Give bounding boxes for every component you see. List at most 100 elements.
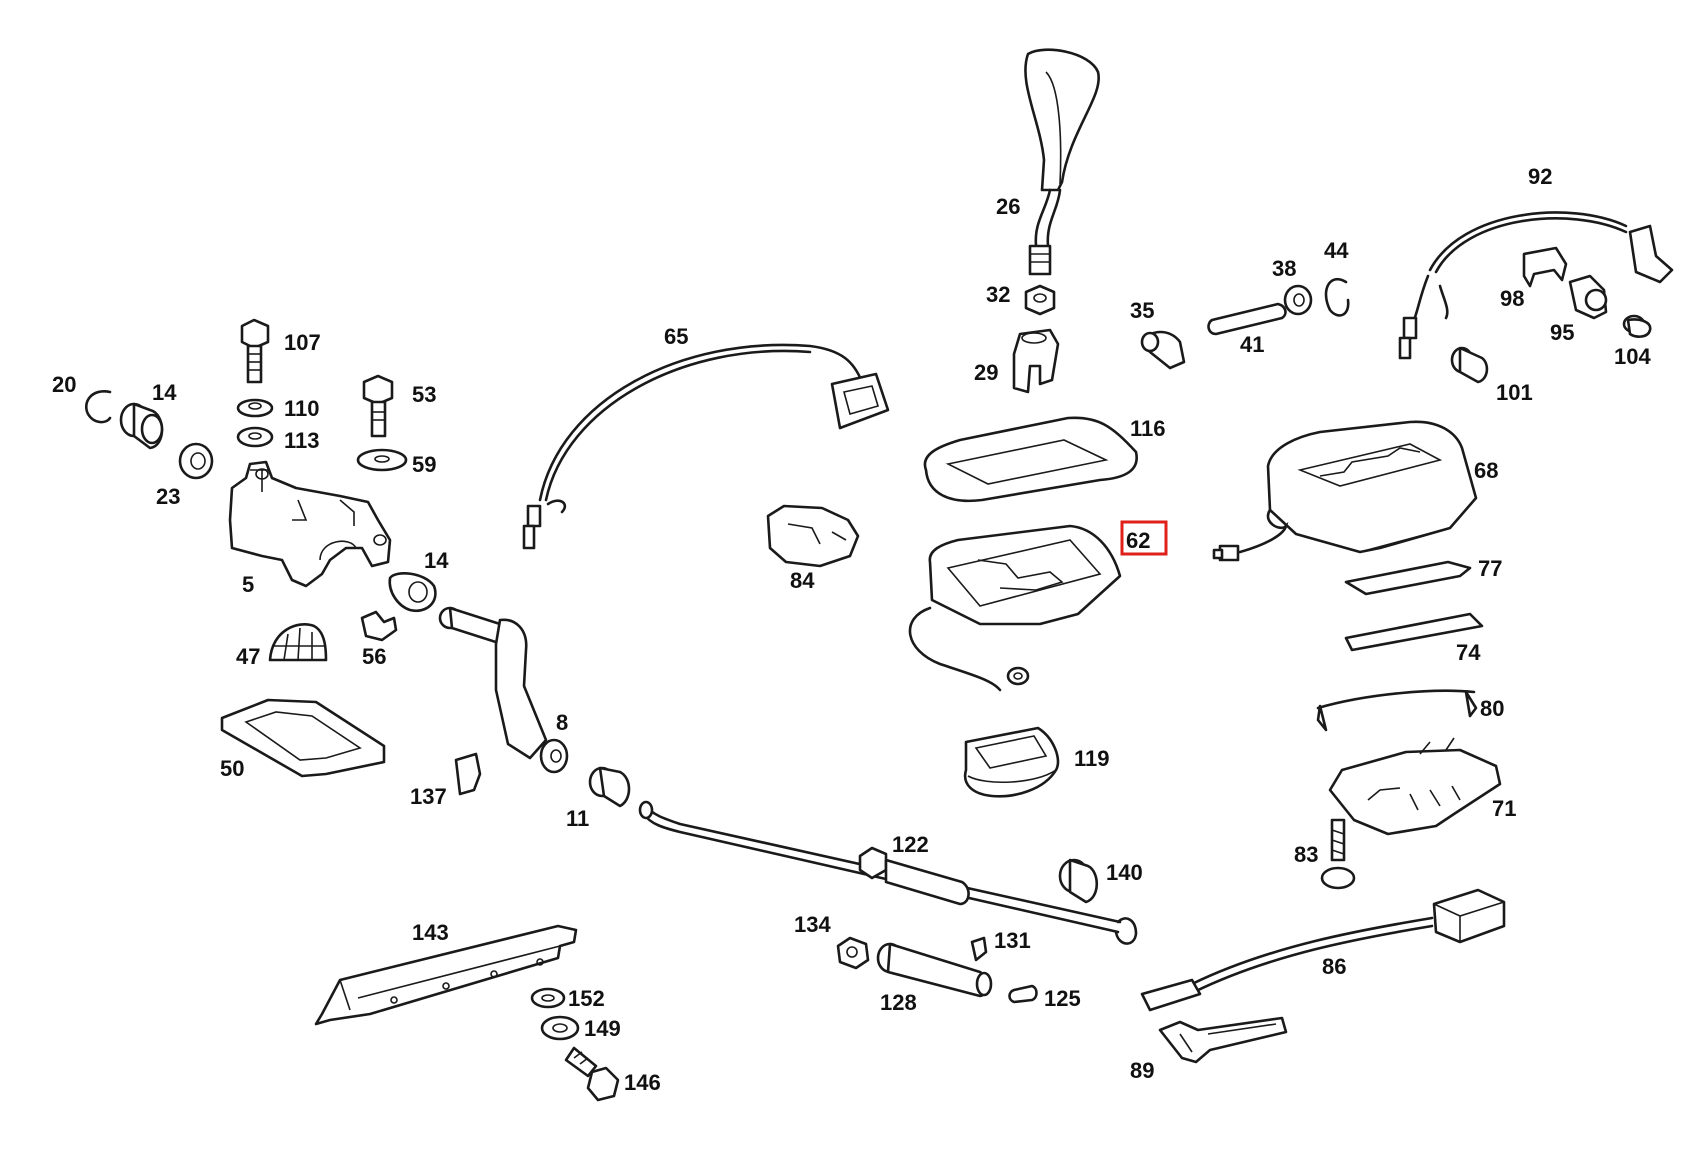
part-26-shift-knob[interactable] xyxy=(1024,48,1100,276)
part-14-bushing-second[interactable] xyxy=(388,572,437,613)
label-131: 131 xyxy=(994,928,1031,953)
label-14: 14 xyxy=(152,380,177,405)
label-146: 146 xyxy=(624,1070,661,1095)
label-11: 11 xyxy=(566,806,589,831)
label-44: 44 xyxy=(1324,238,1349,263)
part-23-ring[interactable] xyxy=(178,442,214,480)
part-134-nut[interactable] xyxy=(836,936,870,970)
label-74: 74 xyxy=(1456,640,1481,665)
label-113: 113 xyxy=(284,428,320,453)
label-23: 23 xyxy=(156,484,180,509)
label-53: 53 xyxy=(412,382,436,407)
part-119-boot[interactable] xyxy=(963,726,1060,798)
part-53-bolt[interactable] xyxy=(362,374,394,438)
label-92: 92 xyxy=(1528,164,1552,189)
part-140-bushing[interactable] xyxy=(1058,858,1099,904)
part-47-grille[interactable] xyxy=(268,623,328,662)
label-140: 140 xyxy=(1106,860,1143,885)
label-110: 110 xyxy=(284,396,320,421)
part-11-bushing[interactable] xyxy=(588,766,631,808)
part-74-shim[interactable] xyxy=(1344,612,1484,652)
label-5: 5 xyxy=(242,572,254,597)
part-65-cable[interactable] xyxy=(522,343,890,550)
label-35: 35 xyxy=(1130,298,1154,323)
label-152: 152 xyxy=(568,986,605,1011)
part-14-bushing[interactable] xyxy=(119,402,164,450)
label-107: 107 xyxy=(284,330,321,355)
part-5-selector-housing[interactable] xyxy=(228,460,392,588)
part-89-clip[interactable] xyxy=(1158,1016,1288,1064)
part-71-bracket[interactable] xyxy=(1328,737,1502,836)
part-95-switch[interactable] xyxy=(1568,274,1608,320)
part-77-shim[interactable] xyxy=(1344,560,1472,596)
part-146-screw[interactable] xyxy=(564,1046,620,1102)
label-122: 122 xyxy=(892,832,929,857)
part-143-rail[interactable] xyxy=(314,924,578,1026)
part-125-pin[interactable] xyxy=(1008,984,1038,1004)
part-128-sleeve[interactable] xyxy=(876,942,993,998)
part-131-clip[interactable] xyxy=(970,936,988,962)
label-95: 95 xyxy=(1550,320,1574,345)
part-107-bolt[interactable] xyxy=(240,318,270,384)
label-47: 47 xyxy=(236,644,260,669)
part-44-circlip[interactable] xyxy=(1324,278,1350,317)
part-84-bracket[interactable] xyxy=(766,504,860,568)
part-80-spring[interactable] xyxy=(1316,689,1478,732)
part-62-indicator-plate[interactable] xyxy=(908,524,1122,692)
part-59-washer[interactable] xyxy=(356,448,408,472)
label-83: 83 xyxy=(1294,842,1318,867)
part-68-cover[interactable] xyxy=(1212,420,1478,562)
part-113-washer[interactable] xyxy=(236,426,274,448)
label-101: 101 xyxy=(1496,380,1533,405)
label-29: 29 xyxy=(974,360,998,385)
part-101-sleeve[interactable] xyxy=(1450,346,1489,384)
part-92-cable[interactable] xyxy=(1398,211,1674,360)
part-32-nut[interactable] xyxy=(1024,284,1056,316)
label-71: 71 xyxy=(1492,796,1516,821)
part-110-washer[interactable] xyxy=(236,398,274,418)
highlight-62 xyxy=(1120,520,1168,556)
label-32: 32 xyxy=(986,282,1010,307)
part-8-selector-lever[interactable] xyxy=(438,606,569,774)
label-59: 59 xyxy=(412,452,436,477)
part-56-clip[interactable] xyxy=(360,610,398,642)
part-122-rod[interactable] xyxy=(638,800,1138,945)
label-8: 8 xyxy=(556,710,568,735)
label-84: 84 xyxy=(790,568,815,593)
part-86-cable[interactable] xyxy=(1140,888,1506,1012)
label-50: 50 xyxy=(220,756,244,781)
part-152-spring-washer[interactable] xyxy=(530,987,566,1009)
label-125: 125 xyxy=(1044,986,1081,1011)
label-62: 62 xyxy=(1126,528,1150,553)
label-14-second: 14 xyxy=(424,548,449,573)
label-20: 20 xyxy=(52,372,76,397)
label-56: 56 xyxy=(362,644,386,669)
part-149-washer[interactable] xyxy=(540,1015,580,1041)
part-98-clip[interactable] xyxy=(1522,246,1568,288)
label-86: 86 xyxy=(1322,954,1346,979)
label-89: 89 xyxy=(1130,1058,1154,1083)
label-65: 65 xyxy=(664,324,688,349)
label-77: 77 xyxy=(1478,556,1502,581)
part-50-gasket[interactable] xyxy=(220,698,386,778)
label-119: 119 xyxy=(1074,746,1110,771)
label-104: 104 xyxy=(1614,344,1651,369)
label-137: 137 xyxy=(410,784,447,809)
part-29-fork[interactable] xyxy=(1012,328,1060,394)
part-116-trim-frame[interactable] xyxy=(923,416,1138,503)
part-41-pin[interactable] xyxy=(1207,302,1287,336)
part-20-circlip[interactable] xyxy=(85,390,112,424)
part-104-plug[interactable] xyxy=(1622,314,1652,338)
part-38-ring[interactable] xyxy=(1283,284,1313,316)
label-128: 128 xyxy=(880,990,917,1015)
label-41: 41 xyxy=(1240,332,1264,357)
part-35-switch[interactable] xyxy=(1140,330,1186,370)
label-134: 134 xyxy=(794,912,831,937)
label-68: 68 xyxy=(1474,458,1498,483)
label-116: 116 xyxy=(1130,416,1166,441)
part-137-clip[interactable] xyxy=(454,752,482,796)
label-149: 149 xyxy=(584,1016,621,1041)
label-80: 80 xyxy=(1480,696,1504,721)
part-83-screw[interactable] xyxy=(1320,818,1356,890)
